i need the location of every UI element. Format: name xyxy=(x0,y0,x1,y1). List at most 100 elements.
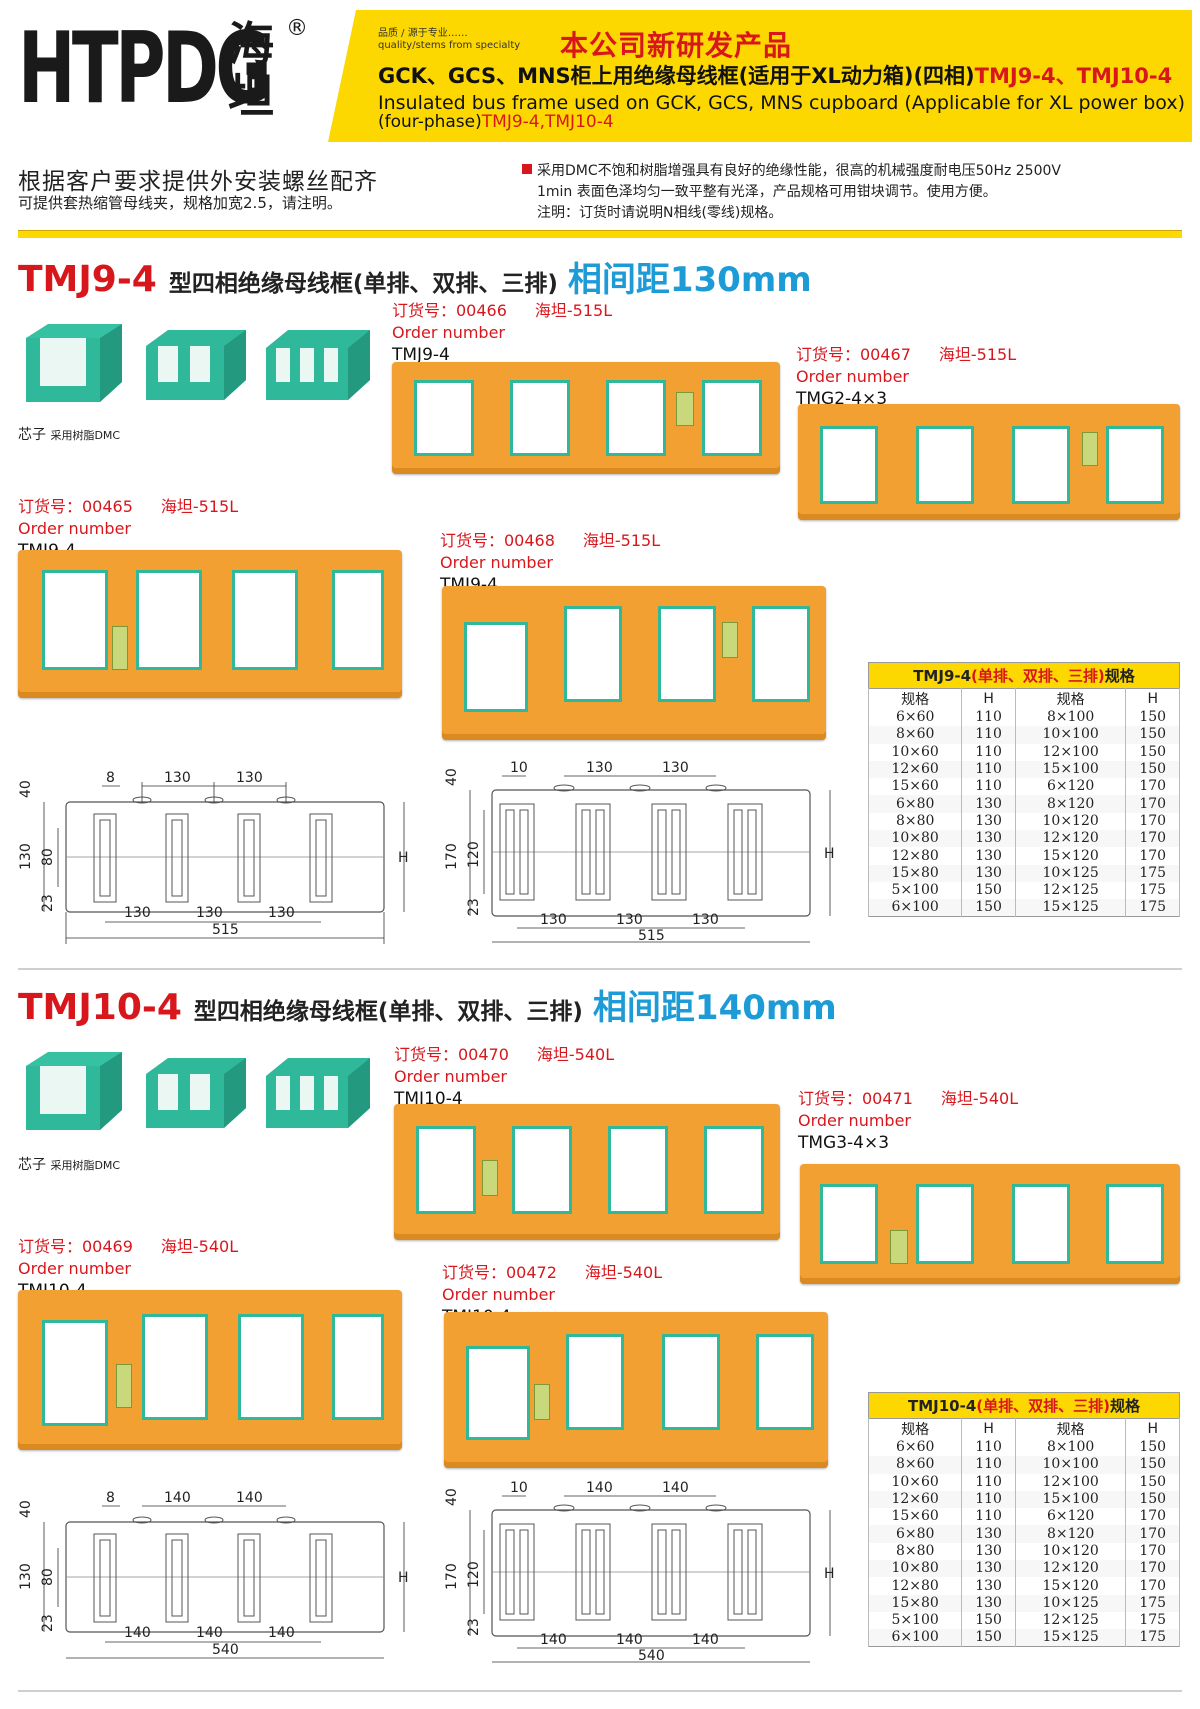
dim-spacing: 140 xyxy=(540,1632,567,1648)
cell-h: 170 xyxy=(1125,1542,1180,1561)
cell-h: 170 xyxy=(1125,1508,1180,1526)
spec-header-row: 规格 H 规格 H xyxy=(867,1418,1180,1439)
cell-h: 175 xyxy=(1125,881,1180,900)
cell-spec: 10×120 xyxy=(1014,1542,1127,1561)
core-caption-material: 采用树脂DMC xyxy=(50,429,121,442)
footer-divider xyxy=(18,1690,1182,1692)
bus-frame-image xyxy=(800,1164,1180,1284)
header-title-en-models: TMJ9-4,TMJ10-4 xyxy=(481,112,614,132)
dim-left: 40 xyxy=(444,768,460,786)
cell-h: 110 xyxy=(961,1439,1016,1457)
cell-spec: 8×60 xyxy=(867,1456,963,1474)
order-code: 订货号：00471 xyxy=(798,1089,913,1108)
order-en: Order number xyxy=(440,553,553,572)
header-title-cn: GCK、GCS、MNS柜上用绝缘母线框(适用于XL动力箱)(四相)TMJ9-4、… xyxy=(378,60,1172,90)
dim-total: 540 xyxy=(638,1648,665,1664)
cell-h: 150 xyxy=(1125,1473,1180,1491)
dim-left: 170 xyxy=(444,1563,460,1590)
cell-spec: 12×100 xyxy=(1014,743,1127,761)
core-double-image xyxy=(146,330,246,400)
dim-spacing: 140 xyxy=(616,1632,643,1648)
cell-spec: 10×100 xyxy=(1014,1456,1127,1474)
order-brand: 海坦-515L xyxy=(534,301,613,320)
cell-h: 170 xyxy=(1125,847,1180,865)
cell-h: 110 xyxy=(961,709,1016,727)
order-en: Order number xyxy=(442,1285,555,1304)
cell-spec: 12×125 xyxy=(1014,881,1127,900)
cell-h: 110 xyxy=(961,743,1016,761)
spec-table-title: TMJ9-4(单排、双排、三排)规格 xyxy=(868,662,1180,688)
cell-h: 110 xyxy=(961,1490,1016,1509)
order-code: 订货号：00466 xyxy=(392,301,507,320)
slogan-en: quality/stems from specialty xyxy=(378,40,521,51)
drawing-single-row: 8 130 130 130 130 130 515 H 40 130 80 23 xyxy=(18,770,409,944)
core-caption-material: 采用树脂DMC xyxy=(50,1159,121,1172)
dim-left: 120 xyxy=(466,841,482,868)
bus-frame-image xyxy=(444,1312,828,1468)
order-model: TMJ9-4 xyxy=(392,345,450,365)
cell-h: 150 xyxy=(961,899,1016,917)
dim-total: 515 xyxy=(638,928,665,944)
note-material: 采用DMC不饱和树脂增强具有良好的绝缘性能，很高的机械强度耐电压50Hz 250… xyxy=(537,163,1061,179)
core-single-image xyxy=(26,324,122,402)
spec-title-end: 规格 xyxy=(1109,1397,1140,1415)
header-title-en-2: (four-phase)TMJ9-4,TMJ10-4 xyxy=(378,112,614,132)
spec-title-model: TMJ9-4 xyxy=(913,667,972,685)
bus-frame-image xyxy=(392,362,780,474)
cell-h: 150 xyxy=(1125,1456,1180,1474)
cell-spec: 12×120 xyxy=(1014,830,1127,848)
cell-spec: 8×100 xyxy=(1014,709,1127,727)
dim-left: 40 xyxy=(18,1500,34,1518)
drawing-single-row: 8 140 140 140 140 140 540 H 40 130 80 23 xyxy=(18,1490,409,1659)
order-brand: 海坦-515L xyxy=(160,497,239,516)
new-product-title: 本公司新研发产品 xyxy=(560,29,793,62)
header-title-en: Insulated bus frame used on GCK, GCS, MN… xyxy=(378,92,1185,114)
section-divider xyxy=(18,968,1182,970)
section-type: 型四相绝缘母线框(单排、双排、三排) xyxy=(168,271,558,297)
cell-h: 170 xyxy=(1125,830,1180,848)
cell-h: 175 xyxy=(1125,1629,1180,1647)
col-spec: 规格 xyxy=(1014,688,1127,709)
dim-offset: 8 xyxy=(106,770,115,786)
cell-h: 130 xyxy=(961,1542,1016,1561)
cell-h: 150 xyxy=(961,881,1016,900)
dim-spacing: 130 xyxy=(662,760,689,776)
col-spec: 规格 xyxy=(867,1418,963,1439)
bus-frame-image xyxy=(18,1290,402,1450)
dim-left: 23 xyxy=(40,894,56,912)
cell-spec: 15×60 xyxy=(867,778,963,796)
col-h: H xyxy=(961,1418,1016,1439)
cell-spec: 8×80 xyxy=(867,1542,963,1561)
cell-h: 175 xyxy=(1125,1611,1180,1630)
bullet-square-icon xyxy=(522,164,532,174)
cell-spec: 8×120 xyxy=(1014,795,1127,813)
order-en: Order number xyxy=(798,1111,911,1130)
cell-h: 110 xyxy=(961,1508,1016,1526)
cell-h: 175 xyxy=(1125,899,1180,917)
dim-offset: 8 xyxy=(106,1490,115,1506)
spec-header-row: 规格 H 规格 H xyxy=(867,688,1180,709)
spec-table-title: TMJ10-4(单排、双排、三排)规格 xyxy=(868,1392,1180,1418)
cell-spec: 15×80 xyxy=(867,864,963,882)
cell-spec: 6×80 xyxy=(867,1525,963,1543)
cell-spec: 12×60 xyxy=(867,760,963,779)
col-h: H xyxy=(961,688,1016,709)
order-en: Order number xyxy=(18,519,131,538)
cell-spec: 5×100 xyxy=(867,1611,963,1630)
dim-left: 80 xyxy=(40,848,56,866)
cell-spec: 15×60 xyxy=(867,1508,963,1526)
cell-h: 130 xyxy=(961,847,1016,865)
slogan-cn: 品质 / 源于专业…… xyxy=(378,28,468,39)
